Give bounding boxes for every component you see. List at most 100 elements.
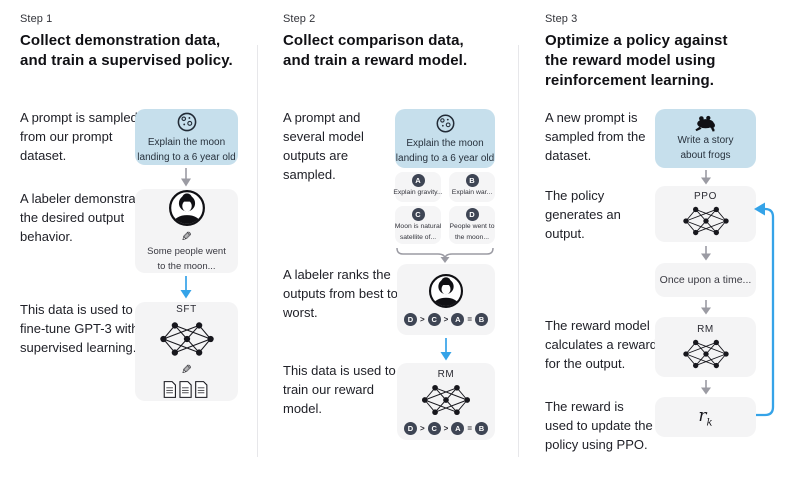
caption-rm-calculates: The reward model calculates a reward for… — [545, 318, 657, 371]
policy-output-box: Once upon a time... — [655, 263, 756, 297]
prompt-text-line: Explain the moon — [147, 136, 226, 148]
labeler-output-line: to the moon... — [157, 261, 216, 272]
output-card-b: B Explain war... — [449, 172, 495, 202]
sft-model-box: SFT ✎ — [135, 302, 238, 401]
prompt-text-line: Write a story — [677, 134, 734, 146]
down-arrow-blue-icon — [440, 338, 452, 361]
column-heading-line: Collect demonstration data, — [20, 32, 221, 49]
column-heading-line: reinforcement learning. — [545, 72, 715, 89]
card-text-line: Explain gravity... — [393, 189, 443, 197]
neural-network-icon — [682, 339, 729, 368]
rank-badge: A — [451, 313, 465, 326]
caption-labeler-demonstrates: A labeler demonstrates the desired outpu… — [20, 191, 153, 244]
rank-separator: > — [419, 315, 425, 324]
output-badge: A — [411, 174, 425, 188]
step-label-3: Step 3 — [545, 13, 578, 25]
down-arrow-blue-icon — [180, 276, 192, 299]
rank-badge: C — [427, 313, 441, 326]
output-badge: D — [465, 208, 479, 222]
down-arrow-icon — [701, 246, 711, 261]
rank-badge: D — [403, 313, 417, 326]
labeler-avatar-icon — [168, 190, 205, 226]
moon-icon — [436, 114, 454, 132]
rank-badge: B — [475, 421, 488, 435]
documents-icon — [163, 381, 207, 398]
model-label: PPO — [694, 190, 717, 202]
down-arrow-icon — [701, 300, 711, 315]
column-heading-1: Collect demonstration data, and train a … — [20, 31, 233, 71]
rank-separator: > — [443, 315, 449, 324]
prompt-text-line: landing to a 6 year old — [137, 152, 236, 163]
step-label-2: Step 2 — [283, 13, 316, 25]
caption-outputs-sampled: A prompt and several model outputs are s… — [283, 110, 364, 182]
ranking-row: D > C > A = B — [403, 313, 488, 326]
output-card-d: D People went to the moon... — [449, 206, 495, 244]
ppo-policy-box: PPO — [655, 186, 756, 242]
column-heading-line: Optimize a policy against — [545, 32, 728, 49]
column-divider — [518, 45, 519, 457]
rm-model-box: RM D > C > A = B — [397, 363, 495, 440]
feedback-loop-arrow — [754, 202, 775, 417]
rank-badge: D — [403, 421, 417, 435]
rank-badge: A — [451, 421, 465, 435]
caption-policy-generates: The policy generates an output. — [545, 188, 621, 241]
model-label: RM — [697, 323, 714, 335]
model-label: SFT — [176, 304, 197, 315]
reward-value-box: rk — [655, 397, 756, 437]
column-heading-line: and train a supervised policy. — [20, 52, 233, 69]
caption-new-prompt: A new prompt is sampled from the dataset… — [545, 110, 646, 163]
output-badge: B — [465, 174, 479, 188]
policy-output-text: Once upon a time... — [659, 274, 752, 286]
moon-icon — [177, 112, 196, 131]
prompt-box-moon: Explain the moon landing to a 6 year old — [395, 109, 495, 168]
neural-network-icon — [421, 384, 471, 415]
prompt-text-line: Explain the moon — [406, 137, 484, 149]
column-heading-line: Collect comparison data, — [283, 32, 464, 49]
model-label: RM — [437, 368, 455, 380]
rank-separator: = — [467, 315, 472, 324]
output-card-c: C Moon is natural satellite of... — [395, 206, 441, 244]
prompt-box-moon: Explain the moon landing to a 6 year old — [135, 109, 238, 165]
labeler-rank-box: D > C > A = B — [397, 264, 495, 335]
caption-reward-updates: The reward is used to update the policy … — [545, 399, 653, 452]
labeler-output-line: Some people went — [147, 246, 226, 257]
column-divider — [257, 45, 258, 457]
labeler-avatar-icon — [428, 273, 464, 309]
down-arrow-icon — [181, 168, 191, 187]
output-badge: C — [411, 208, 425, 222]
card-text-line: satellite of... — [399, 233, 437, 241]
down-arrow-icon — [701, 380, 711, 395]
neural-network-icon — [682, 206, 729, 235]
caption-finetune-sft: This data is used to fine-tune GPT-3 wit… — [20, 302, 139, 355]
card-text-line: People went to — [449, 223, 495, 231]
caption-prompt-sampled: A prompt is sampled from our prompt data… — [20, 110, 138, 163]
prompt-box-frog: Write a story about frogs — [655, 109, 756, 168]
rank-badge: B — [475, 313, 488, 326]
rank-separator: > — [419, 423, 425, 433]
rank-separator: > — [443, 423, 449, 433]
output-card-a: A Explain gravity... — [393, 172, 443, 202]
card-text-line: the moon... — [454, 233, 489, 241]
column-heading-line: the reward model using — [545, 52, 716, 69]
rm-reward-box: RM — [655, 317, 756, 377]
neural-network-icon — [159, 322, 214, 356]
prompt-text-line: about frogs — [680, 150, 731, 161]
pencil-icon: ✎ — [181, 362, 192, 377]
step-label-1: Step 1 — [20, 13, 53, 25]
prompt-text-line: landing to a 6 year old — [395, 153, 495, 164]
ranking-row: D > C > A = B — [403, 421, 488, 435]
rank-separator: = — [467, 423, 472, 433]
reward-scalar: rk — [698, 405, 713, 429]
rank-badge: C — [427, 421, 441, 435]
column-heading-3: Optimize a policy against the reward mod… — [545, 31, 728, 91]
pencil-icon: ✎ — [181, 229, 192, 244]
caption-train-rm: This data is used to train our reward mo… — [283, 363, 396, 416]
caption-labeler-ranks: A labeler ranks the outputs from best to… — [283, 267, 398, 320]
frog-icon — [694, 115, 715, 131]
card-text-line: Moon is natural — [394, 223, 442, 231]
down-arrow-icon — [701, 170, 711, 185]
brace-arrow-icon — [396, 248, 494, 263]
labeler-demo-box: ✎ Some people went to the moon... — [135, 189, 238, 273]
column-heading-2: Collect comparison data, and train a rew… — [283, 31, 467, 71]
